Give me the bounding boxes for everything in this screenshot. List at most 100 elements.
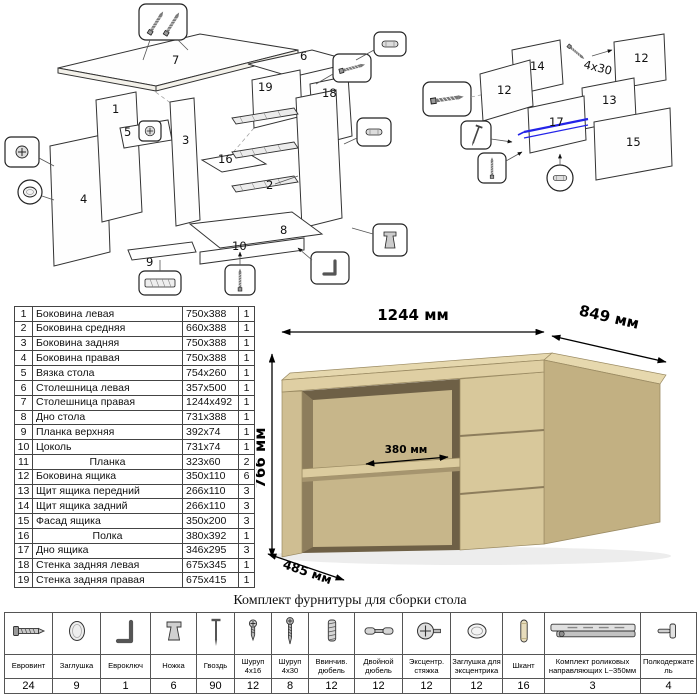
- part-qty: 1: [238, 557, 255, 574]
- hex-key-icon: [115, 619, 133, 644]
- hardware-qty: 12: [402, 678, 451, 694]
- hardware-qty: 3: [544, 678, 641, 694]
- hardware-qty: 8: [271, 678, 309, 694]
- part-number: 18: [14, 557, 33, 574]
- part-name: Щит ящика передний: [32, 483, 183, 500]
- part-size: 675x415: [182, 572, 239, 589]
- hardware-name: Гвоздь: [196, 654, 235, 679]
- part-label: 5: [124, 125, 131, 139]
- part-number: 2: [14, 320, 33, 337]
- hardware-name: Эксцентр. стяжка: [402, 654, 451, 679]
- dim-width-label: 1244 мм: [377, 306, 449, 324]
- drawer-gap: [459, 486, 545, 495]
- part-name: Боковина средняя: [32, 320, 183, 337]
- shelf-support-icon: [657, 623, 676, 639]
- dowel-callout: [373, 31, 407, 57]
- part-name: Боковина задняя: [32, 335, 183, 352]
- rail-callout: [138, 270, 182, 296]
- part-size: 350x200: [182, 513, 239, 529]
- part-size: 1244x492: [182, 394, 239, 411]
- part-name: Планка: [32, 453, 183, 470]
- part-label: 16: [218, 152, 233, 166]
- hex-key-callout: [310, 251, 350, 285]
- screw-size-label: 4x30: [582, 57, 613, 78]
- part-name: Боковина правая: [32, 350, 183, 367]
- part-label: 1: [112, 102, 119, 116]
- hardware-qty: 24: [4, 678, 53, 694]
- drawer-gap: [459, 429, 545, 437]
- part-name: Столешница правая: [32, 394, 183, 411]
- part-qty: 1: [238, 439, 255, 455]
- confirmat-screw-icon: [12, 626, 45, 636]
- part-qty: 1: [238, 335, 255, 352]
- part-name: Дно ящика: [32, 542, 183, 559]
- hardware-qty: 1: [100, 678, 151, 694]
- drawer-rail: [231, 107, 299, 125]
- part-1-panel: [95, 91, 143, 223]
- screw-callout: [477, 152, 507, 184]
- hardware-name: Евровинт: [4, 654, 53, 679]
- part-number: 8: [14, 409, 33, 426]
- hardware-name: Заглушка: [52, 654, 101, 679]
- part-qty: 1: [238, 424, 255, 441]
- part-label: 19: [258, 80, 273, 94]
- nail-callout: [460, 120, 492, 150]
- part-number: 17: [14, 542, 33, 559]
- part-qty: 1: [238, 350, 255, 367]
- hardware-qty-row: 24 9 1 6 90 12 8 12 12 12 12 16 3 4: [4, 678, 697, 694]
- part-name: Стенка задняя правая: [32, 572, 183, 589]
- part-size: 660x388: [182, 320, 239, 337]
- desk-exploded-view: 7 6 19 18 1 5 3 16 2 4 10 8 9: [4, 3, 408, 296]
- part-8-panel: [188, 211, 324, 249]
- hardware-table: Евровинт Заглушка Евроключ Ножка Гвоздь …: [4, 612, 697, 694]
- hardware-name: Ввинчив. дюбель: [308, 654, 355, 679]
- hardware-names-row: Евровинт Заглушка Евроключ Ножка Гвоздь …: [4, 654, 697, 679]
- part-size: 675x345: [182, 557, 239, 574]
- exploded-diagrams: 7 6 19 18 1 5 3 16 2 4 10 8 9: [4, 3, 673, 296]
- part-name: Полка: [32, 527, 183, 544]
- part-name: Цоколь: [32, 439, 183, 455]
- eccentric-callout: [4, 136, 40, 168]
- part-name: Щит ящика задний: [32, 498, 183, 515]
- hardware-kit-title: Комплект фурнитуры для сборки стола: [233, 593, 467, 608]
- hardware-name: Шуруп 4x30: [271, 654, 309, 679]
- part-name: Вязка стола: [32, 365, 183, 381]
- part-qty: 1: [238, 394, 255, 411]
- part-qty: 6: [238, 468, 255, 485]
- part-qty: 1: [238, 572, 255, 589]
- hardware-qty: 9: [52, 678, 101, 694]
- part-name: Дно стола: [32, 409, 183, 426]
- eccentric-cam-icon: [416, 622, 441, 640]
- dim-height-label: 766 мм: [256, 427, 269, 488]
- dim-depth-label: 849 мм: [577, 301, 641, 332]
- dowel-circle-callout: [546, 164, 574, 192]
- part-label: 4: [80, 192, 87, 206]
- part-label: 10: [232, 239, 247, 253]
- desk-right-side: [543, 359, 661, 545]
- part-label: 6: [300, 49, 307, 63]
- part-label: 7: [172, 53, 179, 67]
- plug-cap-icon: [68, 621, 85, 641]
- part-number: 9: [14, 424, 33, 441]
- part-size: 731x74: [182, 439, 239, 455]
- part-qty: 2: [238, 453, 255, 470]
- double-dowel-icon: [364, 627, 393, 635]
- part-number: 4: [14, 350, 33, 367]
- hardware-qty: 4: [640, 678, 697, 694]
- drawer-slides-icon: [549, 623, 636, 638]
- hardware-name: Шуруп 4x16: [234, 654, 272, 679]
- wooden-dowel-icon: [519, 619, 528, 643]
- part-size: 750x388: [182, 350, 239, 367]
- desktop-edge: [281, 359, 545, 393]
- part-number: 3: [14, 335, 33, 352]
- hardware-name: Заглушка для эксцентрика: [450, 654, 503, 679]
- part-label: 8: [280, 223, 287, 237]
- part-2-panel: [295, 89, 343, 229]
